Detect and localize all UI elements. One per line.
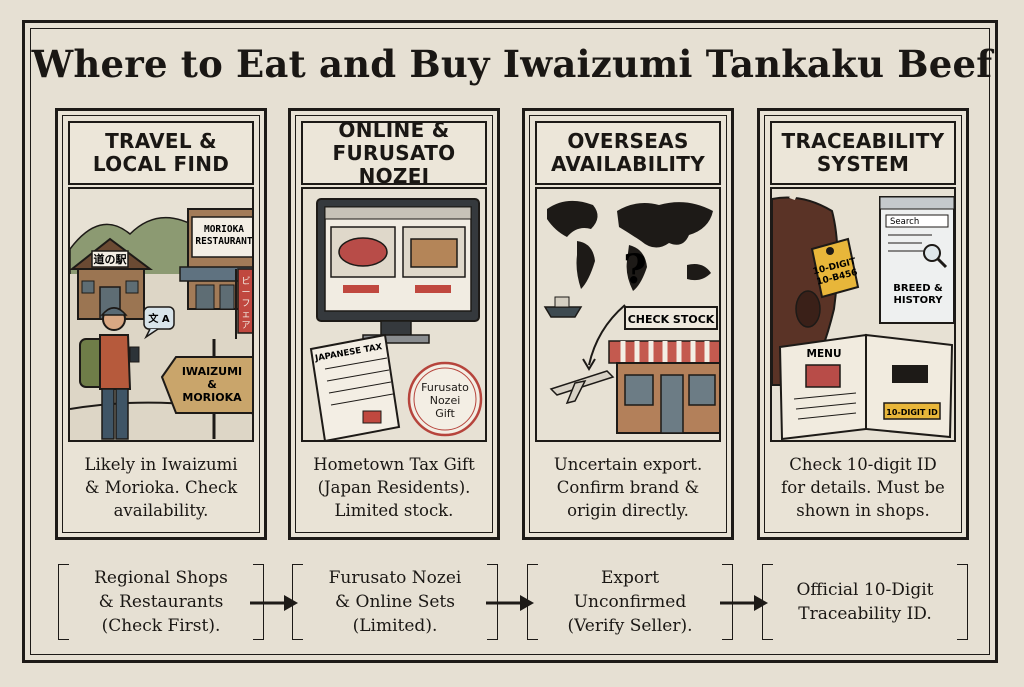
banner-text: ビーフェア — [241, 276, 250, 331]
flow-step-traceability: Official 10-Digit Traceability ID. — [762, 560, 968, 644]
flow-step-regional: Regional Shops & Restaurants (Check Firs… — [58, 560, 264, 644]
panel-traceability: TRACEABILITY SYSTEM 10-DIGIT10-B456 Sear… — [757, 108, 969, 540]
browser-window-icon — [879, 196, 954, 324]
restaurant-building-icon — [179, 208, 252, 310]
gift-stamp-icon — [407, 361, 483, 437]
airplane-icon — [549, 370, 615, 405]
panel-online-furusato: ONLINE & FURUSATO NOZEI J — [288, 108, 500, 540]
panel-travel-local: TRAVEL & LOCAL FIND 道の駅 — [55, 108, 267, 540]
panel-description: Uncertain export. Confirm brand & origin… — [553, 454, 703, 520]
translate-bubble-text: 文 A — [148, 312, 169, 325]
panel-description: Check 10-digit ID for details. Must be s… — [781, 454, 945, 520]
menu-id-text: 10-DIGIT ID — [886, 408, 938, 417]
flow-step-text: Export Unconfirmed (Verify Seller). — [567, 568, 693, 636]
panel-heading: TRACEABILITY SYSTEM — [770, 121, 956, 185]
arrow-right-icon — [720, 595, 768, 611]
question-mark: ? — [623, 246, 646, 293]
flow-step-furusato: Furusato Nozei & Online Sets (Limited). — [292, 560, 498, 644]
world-map-icon — [547, 200, 713, 291]
menu-book-icon — [778, 333, 954, 440]
flow-step-text: Furusato Nozei & Online Sets (Limited). — [328, 568, 462, 636]
page-title: Where to Eat and Buy Iwaizumi Tankaku Be… — [31, 42, 993, 86]
overseas-illustration: ? CHECK STOCK — [535, 187, 721, 442]
computer-monitor-icon — [316, 198, 480, 344]
station-sign: 道の駅 — [94, 252, 127, 266]
panel-heading: OVERSEAS AVAILABILITY — [535, 121, 721, 185]
inner-frame — [30, 28, 990, 655]
arrow-right-icon — [250, 595, 298, 611]
panel-description: Hometown Tax Gift (Japan Residents). Lim… — [313, 454, 475, 520]
breed-history-text: BREED &HISTORY — [893, 283, 943, 306]
translate-icon — [143, 306, 175, 340]
panel-overseas: OVERSEAS AVAILABILITY ? — [522, 108, 734, 540]
search-field-text: Search — [890, 217, 919, 227]
menu-title: MENU — [807, 348, 842, 360]
flow-step-text: Official 10-Digit Traceability ID. — [796, 580, 934, 624]
banner-icon — [235, 268, 252, 339]
outer-frame — [22, 20, 998, 663]
direction-sign-text: IWAIZUMI&MORIOKA — [182, 365, 242, 404]
check-stock-sign: CHECK STOCK — [628, 313, 715, 326]
flow-step-text: Regional Shops & Restaurants (Check Firs… — [94, 568, 228, 636]
traveler-icon — [79, 307, 140, 440]
ear-tag-icon — [810, 237, 860, 299]
panel-heading: TRAVEL & LOCAL FIND — [68, 121, 254, 185]
ship-icon — [543, 296, 583, 318]
direction-sign-icon — [160, 339, 252, 439]
flow-step-export: Export Unconfirmed (Verify Seller). — [527, 560, 733, 644]
magnifier-icon — [923, 244, 948, 269]
shop-icon — [608, 306, 719, 434]
panel-description: Likely in Iwaizumi & Morioka. Check avai… — [84, 454, 238, 520]
tax-form-icon — [309, 333, 401, 440]
traceability-illustration: 10-DIGIT10-B456 Search BREED &HISTORY — [770, 187, 956, 442]
panel-heading: ONLINE & FURUSATO NOZEI — [301, 118, 487, 187]
